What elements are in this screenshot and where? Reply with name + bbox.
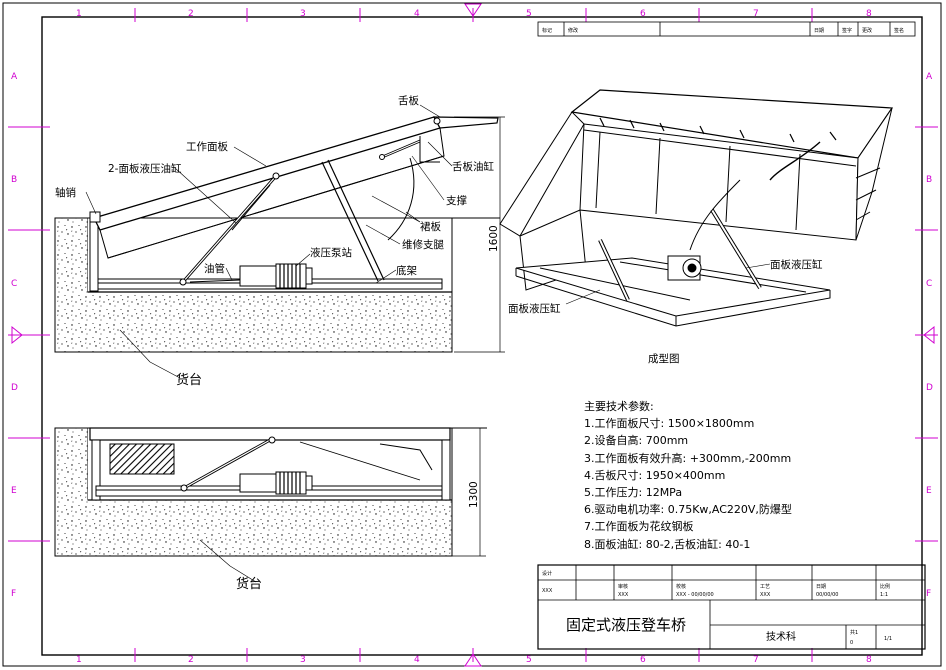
spec-item: 3.工作面板有效升高: +300mm,-200mm: [584, 451, 792, 465]
tb-cell: 00/00/00: [816, 592, 838, 598]
title-block-text: 设计 XXX 审核 XXX 校核 XXX - 00/00/00 工艺 XXX 日…: [542, 570, 892, 646]
zone-letter: D: [926, 383, 933, 393]
tb-cell: XXX: [618, 592, 629, 598]
tb-cell: 1:1: [880, 592, 888, 598]
label-maintenance-leg: 维修支腿: [402, 238, 444, 251]
spec-item: 2.设备自高: 700mm: [584, 434, 689, 448]
label-iso-deck-cylinder-right: 面板液压缸: [770, 258, 823, 271]
label-hinge-pin: 轴销: [55, 186, 76, 199]
zone-letter: A: [926, 72, 933, 82]
top-zone-numbers: 1 2 3 4 5 6 7 8: [76, 9, 872, 19]
label-oil-pipe: 油管: [204, 262, 225, 275]
zone-letter: B: [11, 175, 17, 185]
label-deck-cylinder: 2-面板液压油缸: [108, 162, 182, 175]
label-pump-station: 液压泵站: [310, 246, 352, 259]
spec-item: 4.舌板尺寸: 1950×400mm: [584, 468, 726, 482]
drawing-title: 固定式液压登车桥: [566, 616, 686, 634]
zone-ticks: [8, 8, 938, 662]
spec-item: 7.工作面板为花纹钢板: [584, 520, 694, 534]
label-iso-deck-cylinder-left: 面板液压缸: [508, 302, 561, 315]
zone-letter: D: [11, 383, 18, 393]
tb-cell: XXX - 00/00/00: [676, 592, 714, 598]
zone-letter: F: [11, 589, 16, 599]
tb-cell: 审核: [618, 583, 628, 590]
tb-cell: XXX: [760, 592, 771, 598]
rev-cell: 更改: [862, 27, 872, 34]
zone-number: 8: [866, 9, 872, 19]
tech-specs: 主要技术参数: 1.工作面板尺寸: 1500×1800mm 2.设备自高: 70…: [584, 398, 792, 553]
zone-number: 5: [526, 9, 532, 19]
specs-title: 主要技术参数:: [584, 400, 654, 413]
tb-material: 技术科: [766, 630, 796, 643]
zone-number: 3: [300, 655, 306, 665]
zone-number: 6: [640, 9, 646, 19]
label-deck: 工作面板: [186, 140, 228, 153]
rev-cell: 签字: [842, 27, 852, 34]
zone-letter: C: [11, 279, 17, 289]
bottom-zone-numbers: 1 2 3 4 5 6 7 8: [76, 655, 872, 665]
title-block: [537, 564, 926, 650]
zone-letter: E: [11, 486, 17, 496]
zone-number: 8: [866, 655, 872, 665]
zone-number: 3: [300, 9, 306, 19]
spec-item: 8.面板油缸: 80-2,舌板油缸: 40-1: [584, 537, 751, 551]
spec-item: 5.工作压力: 12MPa: [584, 486, 683, 500]
tb-sheet: 共1: [850, 629, 858, 636]
tb-sheet: 1/1: [884, 636, 892, 642]
rev-cell: 标记: [542, 27, 552, 34]
zone-number: 4: [414, 655, 420, 665]
zone-number: 1: [76, 9, 82, 19]
label-tongue-cylinder: 舌板油缸: [452, 160, 494, 173]
center-marks: [11, 3, 935, 667]
zone-letter: A: [11, 72, 18, 82]
label-skirt: 裙板: [420, 220, 441, 233]
zone-number: 2: [188, 9, 194, 19]
tb-cell: 日期: [816, 584, 826, 590]
tb-cell: 工艺: [760, 584, 770, 590]
rev-cell: 修改: [568, 27, 578, 34]
zone-number: 7: [753, 655, 759, 665]
lowered-view: [54, 427, 487, 583]
label-tongue: 舌板: [398, 94, 419, 107]
rev-cell: 签名: [894, 27, 904, 34]
zone-number: 2: [188, 655, 194, 665]
label-platform-bottom: 货台: [236, 576, 262, 592]
dim-height-1300: 1300: [468, 481, 480, 508]
spec-item: 6.驱动电机功率: 0.75Kw,AC220V,防爆型: [584, 503, 792, 517]
lowered-view-labels: 1300 货台: [236, 481, 480, 592]
zone-letter: F: [926, 589, 931, 599]
side-view: [54, 104, 505, 379]
zone-number: 6: [640, 655, 646, 665]
side-view-labels: 舌板 工作面板 2-面板液压油缸 舌板油缸 轴销 支撑 裙板 液压泵站 维修支腿…: [55, 94, 500, 388]
tb-cell: 校核: [676, 583, 686, 590]
zone-letter: B: [926, 175, 932, 185]
tb-cell: XXX: [542, 588, 553, 594]
right-zone-letters: A B C D E F: [926, 72, 933, 599]
zone-number: 4: [414, 9, 420, 19]
label-platform-top: 货台: [176, 372, 202, 388]
dim-height-1600: 1600: [488, 225, 500, 252]
left-zone-letters: A B C D E F: [11, 72, 18, 599]
tongue-plate: [432, 116, 499, 129]
revision-table-text: 标记 修改 日期 签字 更改 签名: [542, 27, 904, 34]
iso-view: [499, 89, 894, 327]
rev-cell: 日期: [814, 28, 824, 34]
pump-station: [239, 265, 277, 287]
zone-letter: E: [926, 486, 932, 496]
tb-cell: 比例: [880, 583, 890, 590]
iso-caption: 成型图: [648, 352, 680, 365]
zone-number: 5: [526, 655, 532, 665]
zone-number: 7: [753, 9, 759, 19]
tb-cell: 设计: [542, 570, 552, 577]
tb-sheet: 0: [850, 640, 853, 646]
revision-table: [537, 21, 916, 37]
zone-letter: C: [926, 279, 932, 289]
zone-number: 1: [76, 655, 82, 665]
iso-view-labels: 面板液压缸 面板液压缸 成型图: [508, 258, 823, 365]
label-base-frame: 底架: [396, 264, 417, 277]
label-support: 支撑: [446, 194, 467, 207]
spec-item: 1.工作面板尺寸: 1500×1800mm: [584, 417, 755, 431]
